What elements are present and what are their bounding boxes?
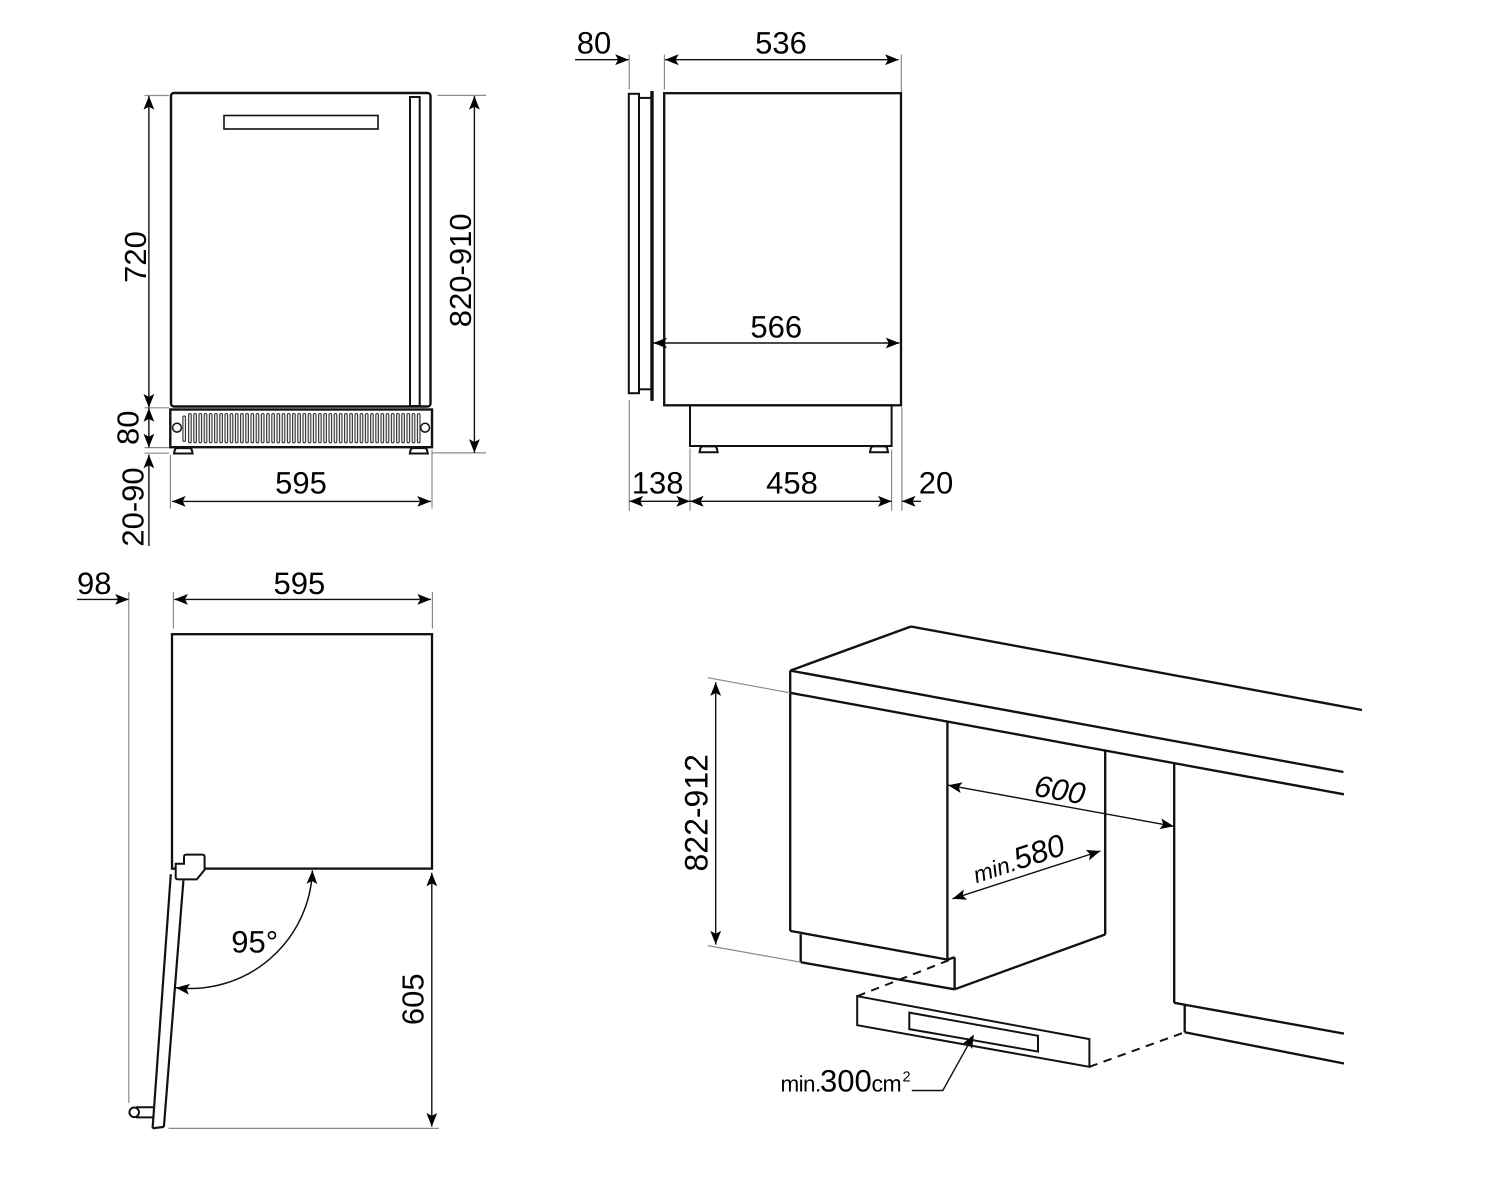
svg-text:595: 595 bbox=[274, 566, 326, 601]
svg-text:98: 98 bbox=[77, 566, 112, 601]
svg-text:cm: cm bbox=[871, 1071, 901, 1097]
svg-text:595: 595 bbox=[275, 465, 327, 500]
svg-text:300: 300 bbox=[820, 1063, 872, 1098]
svg-text:80: 80 bbox=[577, 25, 612, 60]
svg-text:20-90: 20-90 bbox=[116, 467, 151, 546]
svg-text:95°: 95° bbox=[231, 924, 278, 959]
svg-text:458: 458 bbox=[766, 465, 818, 500]
svg-text:138: 138 bbox=[632, 465, 684, 500]
svg-text:min.: min. bbox=[780, 1071, 820, 1096]
svg-text:80: 80 bbox=[111, 410, 146, 444]
svg-text:720: 720 bbox=[118, 231, 153, 283]
svg-text:2: 2 bbox=[903, 1070, 911, 1086]
svg-text:20: 20 bbox=[919, 465, 954, 500]
svg-text:605: 605 bbox=[396, 973, 431, 1025]
svg-text:566: 566 bbox=[750, 309, 802, 344]
svg-text:822-912: 822-912 bbox=[679, 754, 715, 871]
svg-text:536: 536 bbox=[755, 25, 807, 60]
svg-text:820-910: 820-910 bbox=[443, 213, 478, 327]
